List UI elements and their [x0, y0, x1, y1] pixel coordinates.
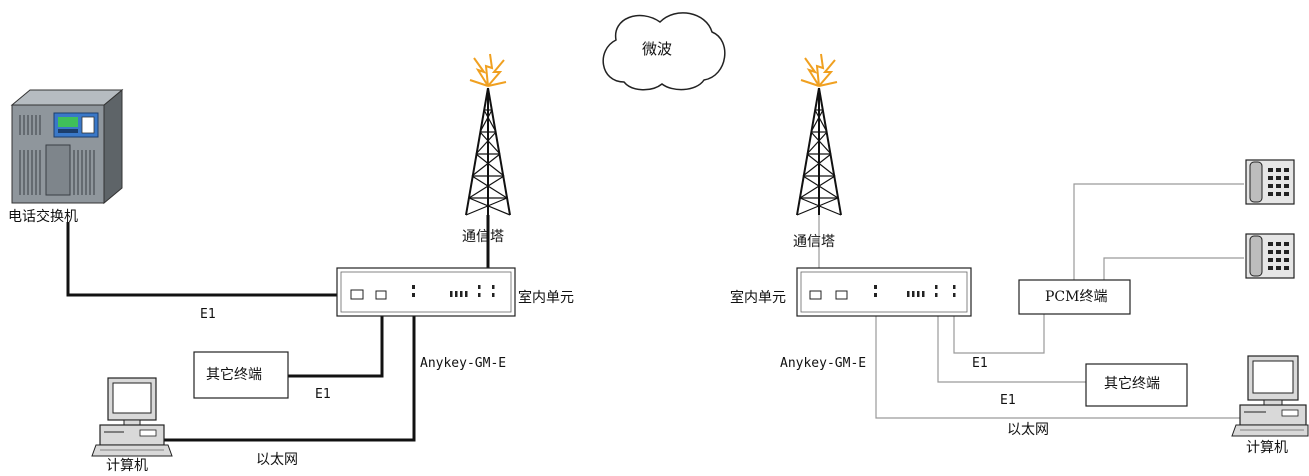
- port-2: [835, 290, 848, 300]
- phone-link-lower: [1103, 257, 1244, 280]
- exchange-label: 电话交换机: [8, 209, 78, 225]
- phone-link-upper: [1073, 183, 1244, 280]
- tower-icon: [796, 53, 842, 216]
- e1-label-right-lower: E1: [1000, 393, 1016, 408]
- e1-link-exchange: [66, 222, 350, 297]
- ethernet-label-left: 以太网: [256, 452, 298, 468]
- e1-port-2: [375, 290, 387, 300]
- other-terminal-box-left: [193, 351, 289, 399]
- telephone-exchange-icon: [10, 88, 124, 205]
- computer-label-left: 计算机: [106, 458, 148, 474]
- indoor-unit-right: [796, 267, 972, 317]
- e1-port-1: [350, 289, 364, 300]
- e1-label-left-upper: E1: [200, 307, 216, 322]
- left-connections: [66, 215, 490, 442]
- e1-link-other-terminal: [288, 302, 384, 378]
- ethernet-link-right: [875, 302, 1252, 419]
- model-label-right: Anykey-GM-E: [780, 356, 867, 371]
- e1-label-left-lower: E1: [315, 387, 331, 402]
- computer-label-right: 计算机: [1246, 440, 1288, 456]
- ethernet-link-left: [164, 302, 416, 442]
- pcm-terminal-label: PCM终端: [1045, 289, 1108, 305]
- indoor-unit-left: [336, 267, 516, 317]
- tower-label-left: 通信塔: [462, 229, 504, 245]
- cloud-icon: [602, 12, 726, 91]
- indicator-lights: [450, 285, 495, 297]
- other-terminal-box-right: [1085, 363, 1188, 407]
- ethernet-label-right: 以太网: [1007, 422, 1049, 438]
- e1-label-right-upper: E1: [972, 356, 988, 371]
- tower-label-right: 通信塔: [793, 234, 835, 250]
- pcm-terminal-box: [1018, 279, 1131, 315]
- model-label-left: Anykey-GM-E: [420, 356, 507, 371]
- e1-link-pcm: [953, 302, 1045, 354]
- right-connections: [818, 183, 1252, 419]
- telephone-icon: [1245, 159, 1295, 205]
- other-terminal-label-left: 其它终端: [206, 367, 262, 383]
- computer-icon: [91, 377, 173, 457]
- indicator-lights: [907, 285, 956, 297]
- e1-link-other-terminal-right: [937, 302, 1086, 383]
- cloud-label: 微波: [642, 40, 673, 58]
- other-terminal-label-right: 其它终端: [1104, 376, 1160, 392]
- computer-icon: [1231, 355, 1309, 437]
- telephone-icon: [1245, 233, 1295, 279]
- port-1: [809, 290, 822, 300]
- idu-label-left: 室内单元: [518, 290, 574, 306]
- tower-icon: [465, 53, 511, 216]
- idu-label-right: 室内单元: [730, 290, 786, 306]
